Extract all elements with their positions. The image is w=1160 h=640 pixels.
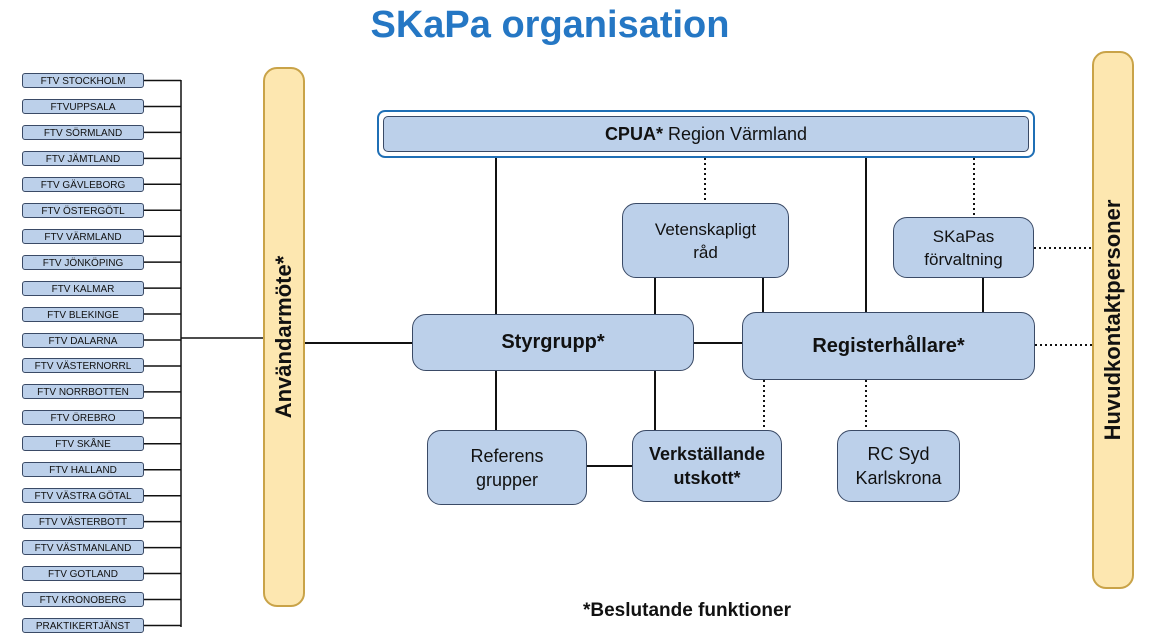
ftv-unit: FTV ÖSTERGÖTL [22, 202, 144, 218]
verkstallande-line1: Verkställande [648, 444, 766, 464]
ftv-unit: FTV ÖREBRO [22, 410, 144, 426]
ftv-unit: FTV BLEKINGE [22, 306, 144, 322]
ftv-bracket [144, 79, 263, 627]
ftv-unit: FTV VÄSTERBOTT [22, 514, 144, 530]
styrgrupp-label: Styrgrupp* [501, 331, 605, 353]
skapas-line1: SKaPas [932, 226, 995, 246]
verkstallande-line2: utskott* [673, 468, 741, 488]
ftv-unit: PRAKTIKERTJÄNST [22, 617, 144, 633]
page-title: SKaPa organisation [370, 4, 730, 46]
footnote: *Beslutande funktioner [583, 600, 791, 621]
ftv-unit: FTV KRONOBERG [22, 592, 144, 607]
ftv-unit: FTV VÄSTERNORRL [22, 358, 144, 374]
ftv-unit: FTV DALARNA [22, 332, 144, 348]
anvandarmote-bar: Användarmöte* [263, 67, 305, 607]
verkstallande-utskott-box: Verkställande utskott* [632, 430, 782, 502]
ftv-unit: FTV VÄRMLAND [22, 228, 144, 244]
ftv-unit: FTV VÄSTRA GÖTAL [22, 488, 144, 504]
registerhallare-box: Registerhållare* [742, 312, 1035, 380]
cpua-box: CPUA* Region Värmland [377, 110, 1035, 158]
ftv-unit: FTV SÖRMLAND [22, 124, 144, 140]
referens-line2: grupper [475, 469, 539, 490]
ftv-unit: FTV GOTLAND [22, 566, 144, 582]
anvandarmote-label: Användarmöte* [271, 255, 296, 419]
ftv-unit: FTV VÄSTMANLAND [22, 540, 144, 556]
referens-line1: Referens [470, 445, 544, 466]
cpua-rest-label: Region Värmland [662, 123, 808, 144]
ftv-unit: FTV KALMAR [22, 280, 144, 296]
rcsyd-line1: RC Syd [867, 444, 930, 464]
ftv-unit: FTV HALLAND [22, 462, 144, 478]
ftv-unit: FTV NORRBOTTEN [22, 384, 144, 400]
registerhallare-label: Registerhållare* [812, 334, 965, 357]
huvudkontakt-bar: Huvudkontaktpersoner [1092, 51, 1134, 589]
dotted-connectors [704, 158, 1092, 430]
huvudkontakt-label: Huvudkontaktpersoner [1100, 199, 1125, 441]
ftv-unit: FTV JÄMTLAND [22, 150, 144, 166]
ftv-unit: FTV GÄVLEBORG [22, 176, 144, 192]
ftv-unit: FTVUPPSALA [22, 98, 144, 114]
vetenskapligt-line1: Vetenskapligt [654, 219, 757, 239]
skapas-line2: förvaltning [924, 249, 1003, 269]
skapas-forvaltning-box: SKaPas förvaltning [893, 217, 1034, 278]
rcsyd-line2: Karlskrona [855, 468, 942, 488]
ftv-unit: FTV JÖNKÖPING [22, 254, 144, 270]
vetenskapligt-line2: råd [693, 242, 718, 262]
vetenskapligt-rad-box: Vetenskapligt råd [622, 203, 789, 278]
ftv-unit: FTV STOCKHOLM [22, 73, 144, 88]
ftv-unit: FTV SKÅNE [22, 436, 144, 452]
styrgrupp-box: Styrgrupp* [412, 314, 694, 371]
referensgrupper-box: Referens grupper [427, 430, 587, 505]
cpua-bold-label: CPUA* [604, 123, 663, 144]
solid-connectors [305, 157, 984, 467]
